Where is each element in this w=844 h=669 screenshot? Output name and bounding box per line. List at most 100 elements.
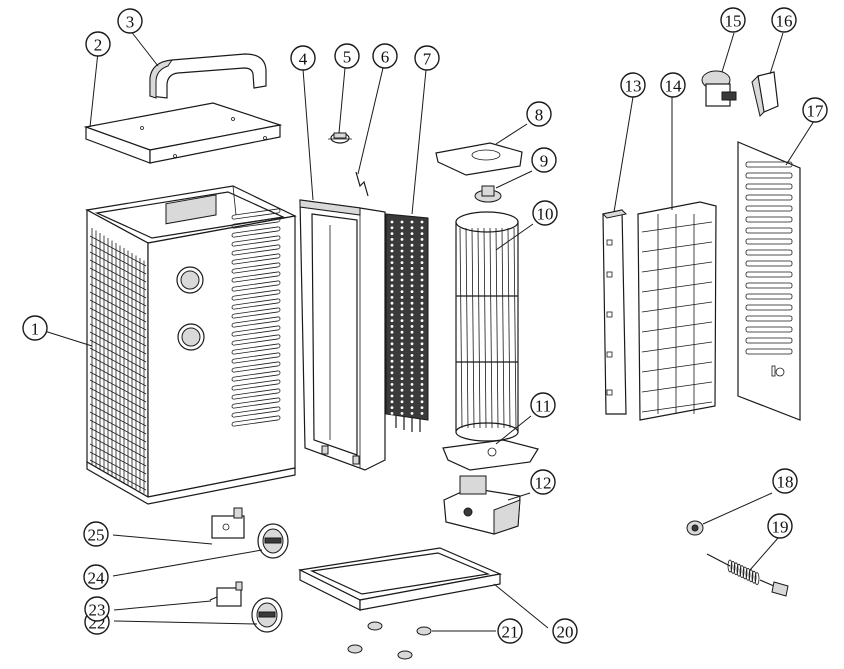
callout-9: 9 [531, 147, 557, 173]
callout-circle [83, 564, 109, 590]
callout-25: 25 [83, 521, 109, 547]
callout-circle [497, 618, 523, 644]
part-bushing [474, 185, 502, 203]
callout-circle [620, 72, 646, 98]
callout-6: 6 [372, 43, 398, 69]
callout-14: 14 [660, 72, 686, 98]
callout-circle [85, 31, 111, 57]
callout-number: 2 [94, 36, 103, 55]
callout-circle [767, 513, 793, 539]
callout-number: 13 [625, 77, 642, 96]
part-switch-lower [209, 581, 243, 607]
part-side-strip [601, 209, 628, 415]
callout-number: 6 [381, 48, 390, 67]
callout-circle [772, 468, 798, 494]
callout-circle [532, 200, 558, 226]
callout-23: 23 [84, 596, 110, 622]
part-thermostat [328, 132, 352, 144]
callout-3: 3 [117, 8, 143, 34]
callout-5: 5 [334, 43, 360, 69]
callout-circle [526, 101, 552, 127]
callout-15: 15 [720, 7, 746, 33]
part-grille-panel [637, 201, 717, 421]
callout-circle [84, 596, 110, 622]
callout-circle [552, 618, 578, 644]
part-back-panel [737, 141, 801, 421]
leader-lines [34, 29, 815, 632]
part-handle [149, 53, 267, 99]
callout-number: 25 [88, 526, 105, 545]
callout-number: 21 [502, 623, 519, 642]
callout-circle [372, 43, 398, 69]
callout-17: 17 [802, 97, 828, 123]
part-main-housing [85, 185, 297, 505]
callout-circle [530, 469, 556, 495]
callout-number: 11 [535, 397, 551, 416]
part-upper-bracket [435, 142, 523, 176]
part-feet [347, 621, 432, 660]
callout-circle [720, 7, 746, 33]
callout-number: 3 [126, 13, 135, 32]
callout-13: 13 [620, 72, 646, 98]
part-cross-flow-fan [455, 211, 519, 442]
callout-24: 24 [83, 564, 109, 590]
callout-circle [414, 45, 440, 71]
part-motor [443, 475, 521, 535]
callout-number: 19 [772, 518, 789, 537]
callout-number: 14 [665, 77, 683, 96]
callout-circle [290, 45, 316, 71]
callout-12: 12 [530, 469, 556, 495]
part-frame [299, 199, 386, 471]
part-tip-over-switch [701, 70, 737, 107]
callout-11: 11 [530, 392, 556, 418]
callout-number: 20 [557, 623, 574, 642]
callout-circle [771, 7, 797, 33]
callout-number: 15 [725, 12, 742, 31]
callout-number: 24 [88, 569, 106, 588]
callout-number: 12 [535, 474, 552, 493]
callout-circle [531, 147, 557, 173]
callout-number: 4 [299, 50, 308, 69]
callout-16: 16 [771, 7, 797, 33]
callout-circle [802, 97, 828, 123]
callout-circle [117, 8, 143, 34]
callout-circle [22, 315, 48, 341]
part-top-plate [83, 102, 283, 164]
callout-number: 1 [31, 320, 40, 339]
callout-8: 8 [526, 101, 552, 127]
callout-number: 8 [535, 106, 544, 125]
part-l-bracket [751, 71, 779, 117]
callout-number: 18 [777, 473, 794, 492]
callout-circle [660, 72, 686, 98]
part-lower-bracket [442, 439, 539, 471]
callout-circle [334, 43, 360, 69]
part-heating-element [385, 213, 429, 432]
part-power-cord [706, 553, 789, 597]
callout-number: 5 [343, 48, 352, 67]
callout-number: 7 [423, 50, 432, 69]
callout-10: 10 [532, 200, 558, 226]
callout-circle [530, 392, 556, 418]
callout-number: 9 [540, 152, 549, 171]
callout-number: 23 [89, 601, 106, 620]
part-switch-upper [211, 507, 245, 539]
callout-21: 21 [497, 618, 523, 644]
callout-20: 20 [552, 618, 578, 644]
callout-1: 1 [22, 315, 48, 341]
callout-number: 16 [776, 12, 793, 31]
part-base-tray [298, 547, 503, 611]
callout-circle [83, 521, 109, 547]
part-knob-upper [257, 523, 289, 559]
callout-number: 10 [537, 205, 554, 224]
callout-18: 18 [772, 468, 798, 494]
callout-2: 2 [85, 31, 111, 57]
callout-number: 17 [807, 102, 825, 121]
callout-4: 4 [290, 45, 316, 71]
part-knob-lower [251, 597, 283, 633]
callout-7: 7 [414, 45, 440, 71]
part-wire [355, 171, 369, 197]
callout-19: 19 [767, 513, 793, 539]
part-strain-relief [686, 520, 704, 536]
